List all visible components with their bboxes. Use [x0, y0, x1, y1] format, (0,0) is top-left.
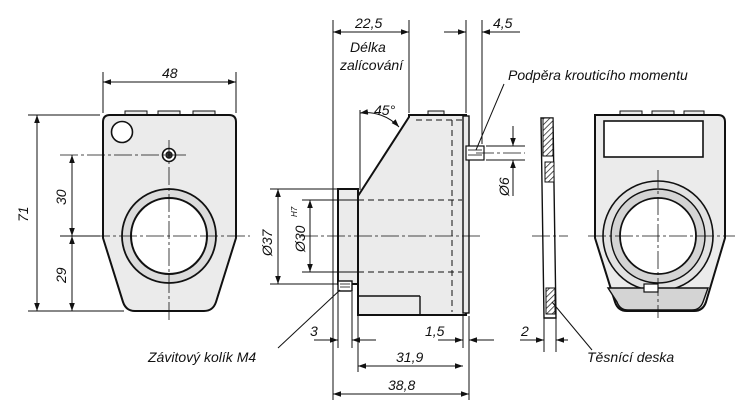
dim-22-5: 22,5 Délka zalícování [332, 15, 410, 400]
dim-31-9-text: 31,9 [396, 349, 423, 365]
dim-48: 48 [102, 65, 237, 113]
torque-support-label: Podpěra krouticího momentu [508, 67, 688, 83]
dim-1-5: 1,5 [425, 316, 494, 400]
side-view [300, 110, 525, 316]
set-screw-label: Závitový kolík M4 [147, 349, 256, 365]
dim-71: 71 [15, 114, 124, 312]
dim-22-5-text: 22,5 [354, 15, 382, 31]
set-screw-callout: Závitový kolík M4 [147, 289, 341, 365]
dim-3-text: 3 [310, 323, 318, 339]
dim-29-text: 29 [53, 267, 69, 284]
dia-30-tolerance: H7 [290, 206, 299, 217]
dim-38-8-text: 38,8 [388, 377, 415, 393]
dim-38-8: 38,8 [333, 377, 469, 397]
side-rear-plate [462, 115, 470, 314]
dim-30-29: 30 29 [53, 155, 100, 311]
dia-37-text: Ø37 [259, 228, 275, 257]
seal-plate: 2 Těsnící deska [520, 117, 674, 365]
dia-30-text: Ø30 [292, 225, 308, 253]
dim-30-text: 30 [53, 189, 69, 205]
side-housing [357, 114, 467, 316]
dim-4-5: 4,5 [444, 15, 520, 144]
dim-31-9: 31,9 [357, 316, 463, 372]
dim-48-text: 48 [162, 65, 178, 81]
torque-support-callout: Podpěra krouticího momentu Ø6 [475, 67, 688, 197]
set-screw-box [337, 280, 353, 292]
dim-71-text: 71 [15, 206, 31, 222]
dim-2-text: 2 [520, 323, 529, 339]
front-view [60, 110, 250, 320]
dim-diameters: Ø37 Ø30 H7 [259, 188, 358, 285]
fit-length-label-1: Délka [350, 39, 386, 55]
dia-6-text: Ø6 [496, 177, 512, 197]
dim-45-text: 45° [374, 102, 396, 118]
side-flange [337, 188, 359, 285]
dim-45-deg: 45° [359, 102, 400, 190]
seal-hatch-mid [544, 161, 555, 183]
dim-1-5-text: 1,5 [425, 323, 445, 339]
dim-4-5-text: 4,5 [493, 15, 513, 31]
seal-hatch-top [542, 117, 554, 157]
rear-display-window [603, 120, 704, 158]
rear-screw [643, 283, 659, 293]
fit-length-label-2: zalícování [339, 57, 405, 73]
rear-view [588, 110, 735, 318]
dim-3: 3 [310, 286, 376, 348]
seal-label: Těsnící deska [587, 349, 674, 365]
window-hole [110, 120, 134, 144]
seal-hatch-bottom [545, 287, 556, 315]
